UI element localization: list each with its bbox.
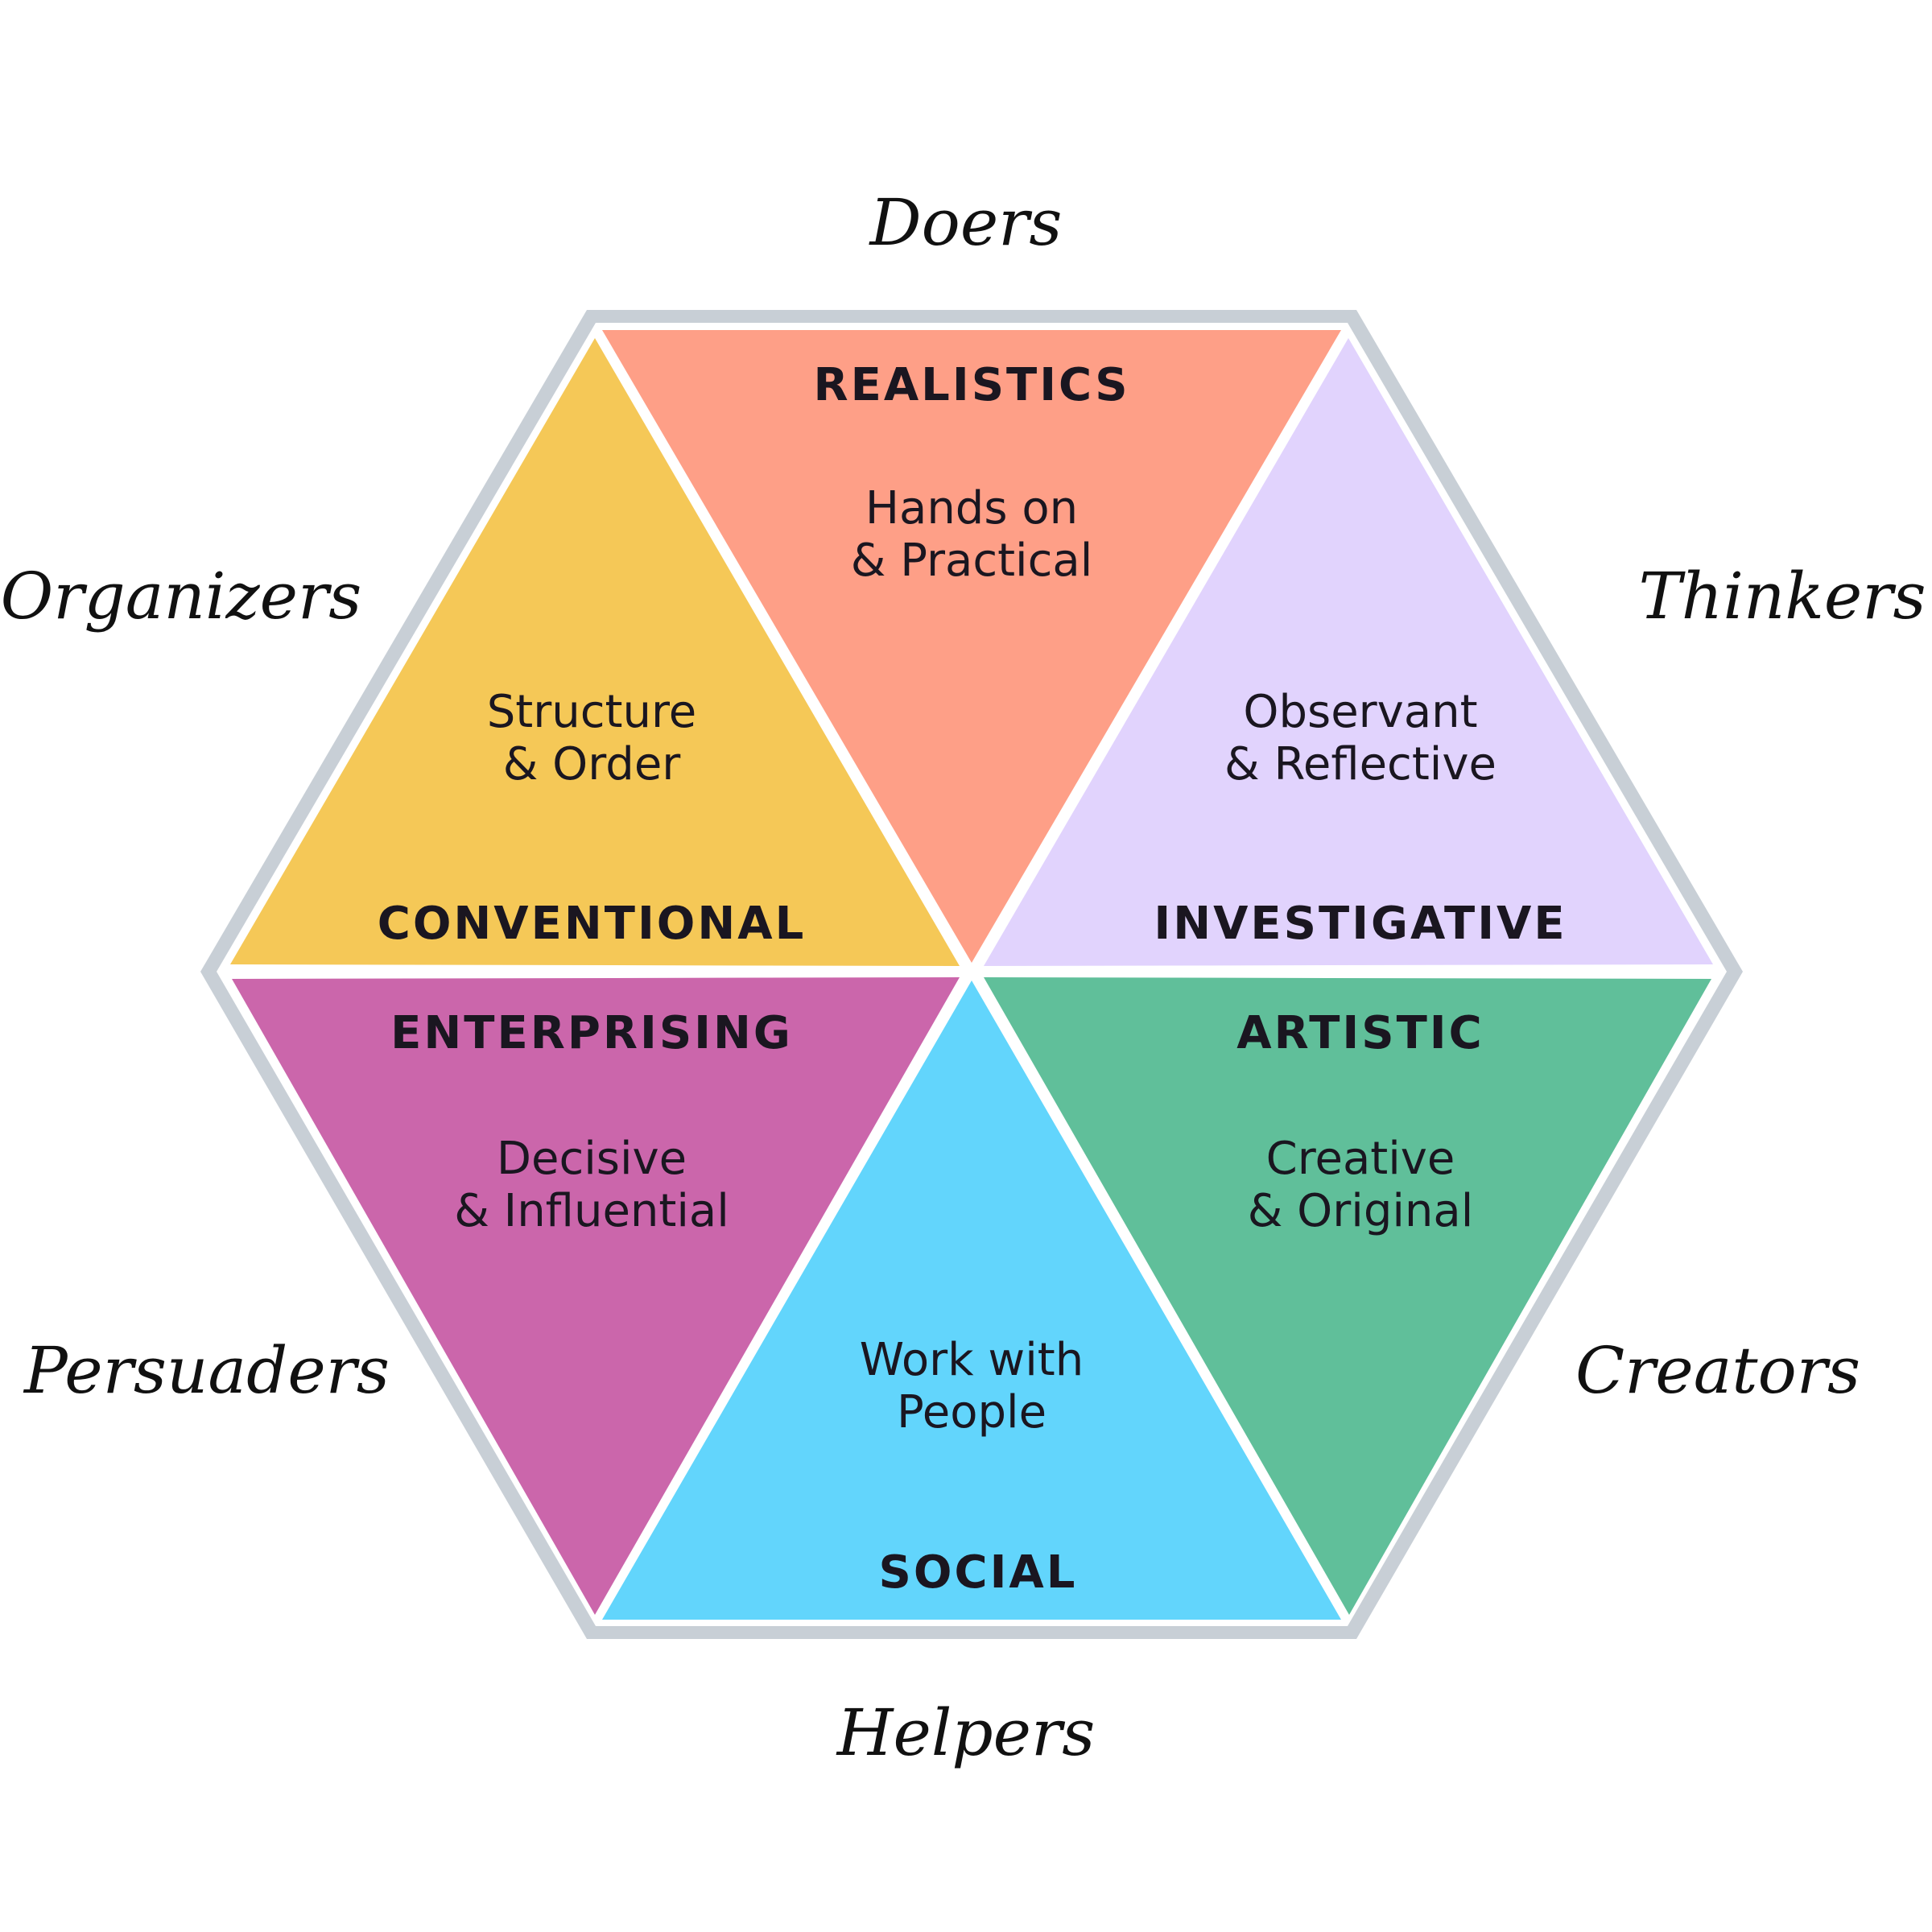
persona-creators: Creators	[1575, 1333, 1860, 1408]
artistic-desc-line1: Creative	[1266, 1133, 1455, 1185]
investigative-title: INVESTIGATIVE	[1154, 898, 1567, 950]
persona-helpers: Helpers	[836, 1695, 1096, 1770]
artistic-title: ARTISTIC	[1236, 1007, 1484, 1059]
investigative-desc-line1: Observant	[1243, 686, 1477, 738]
realistic-title: REALISTICS	[813, 359, 1129, 411]
artistic-desc-line2: & Original	[1248, 1185, 1474, 1237]
enterprising-title: ENTERPRISING	[390, 1007, 793, 1059]
enterprising-desc-line1: Decisive	[497, 1133, 687, 1185]
social-desc-line1: Work with	[860, 1334, 1084, 1386]
conventional-desc-line2: & Order	[503, 738, 682, 791]
triangle-enterprising	[232, 977, 960, 1615]
triangle-realistic	[602, 330, 1341, 963]
realistic-desc-line2: & Practical	[851, 535, 1093, 587]
persona-organizers: Organizers	[1, 559, 362, 634]
conventional-title: CONVENTIONAL	[378, 898, 807, 950]
investigative-desc-line2: & Reflective	[1224, 738, 1496, 791]
triangle-investigative	[984, 338, 1713, 966]
realistic-desc-line1: Hands on	[865, 482, 1078, 535]
conventional-desc-line1: Structure	[487, 686, 697, 738]
persona-doers: Doers	[869, 185, 1063, 260]
triangle-artistic	[984, 977, 1711, 1615]
triangle-conventional	[230, 338, 960, 966]
enterprising-desc-line2: & Influential	[454, 1185, 729, 1237]
social-desc-line2: People	[897, 1386, 1046, 1439]
persona-thinkers: Thinkers	[1638, 559, 1926, 634]
social-title: SOCIAL	[879, 1546, 1078, 1599]
persona-persuaders: Persuaders	[23, 1333, 390, 1408]
triangle-social	[602, 980, 1341, 1620]
